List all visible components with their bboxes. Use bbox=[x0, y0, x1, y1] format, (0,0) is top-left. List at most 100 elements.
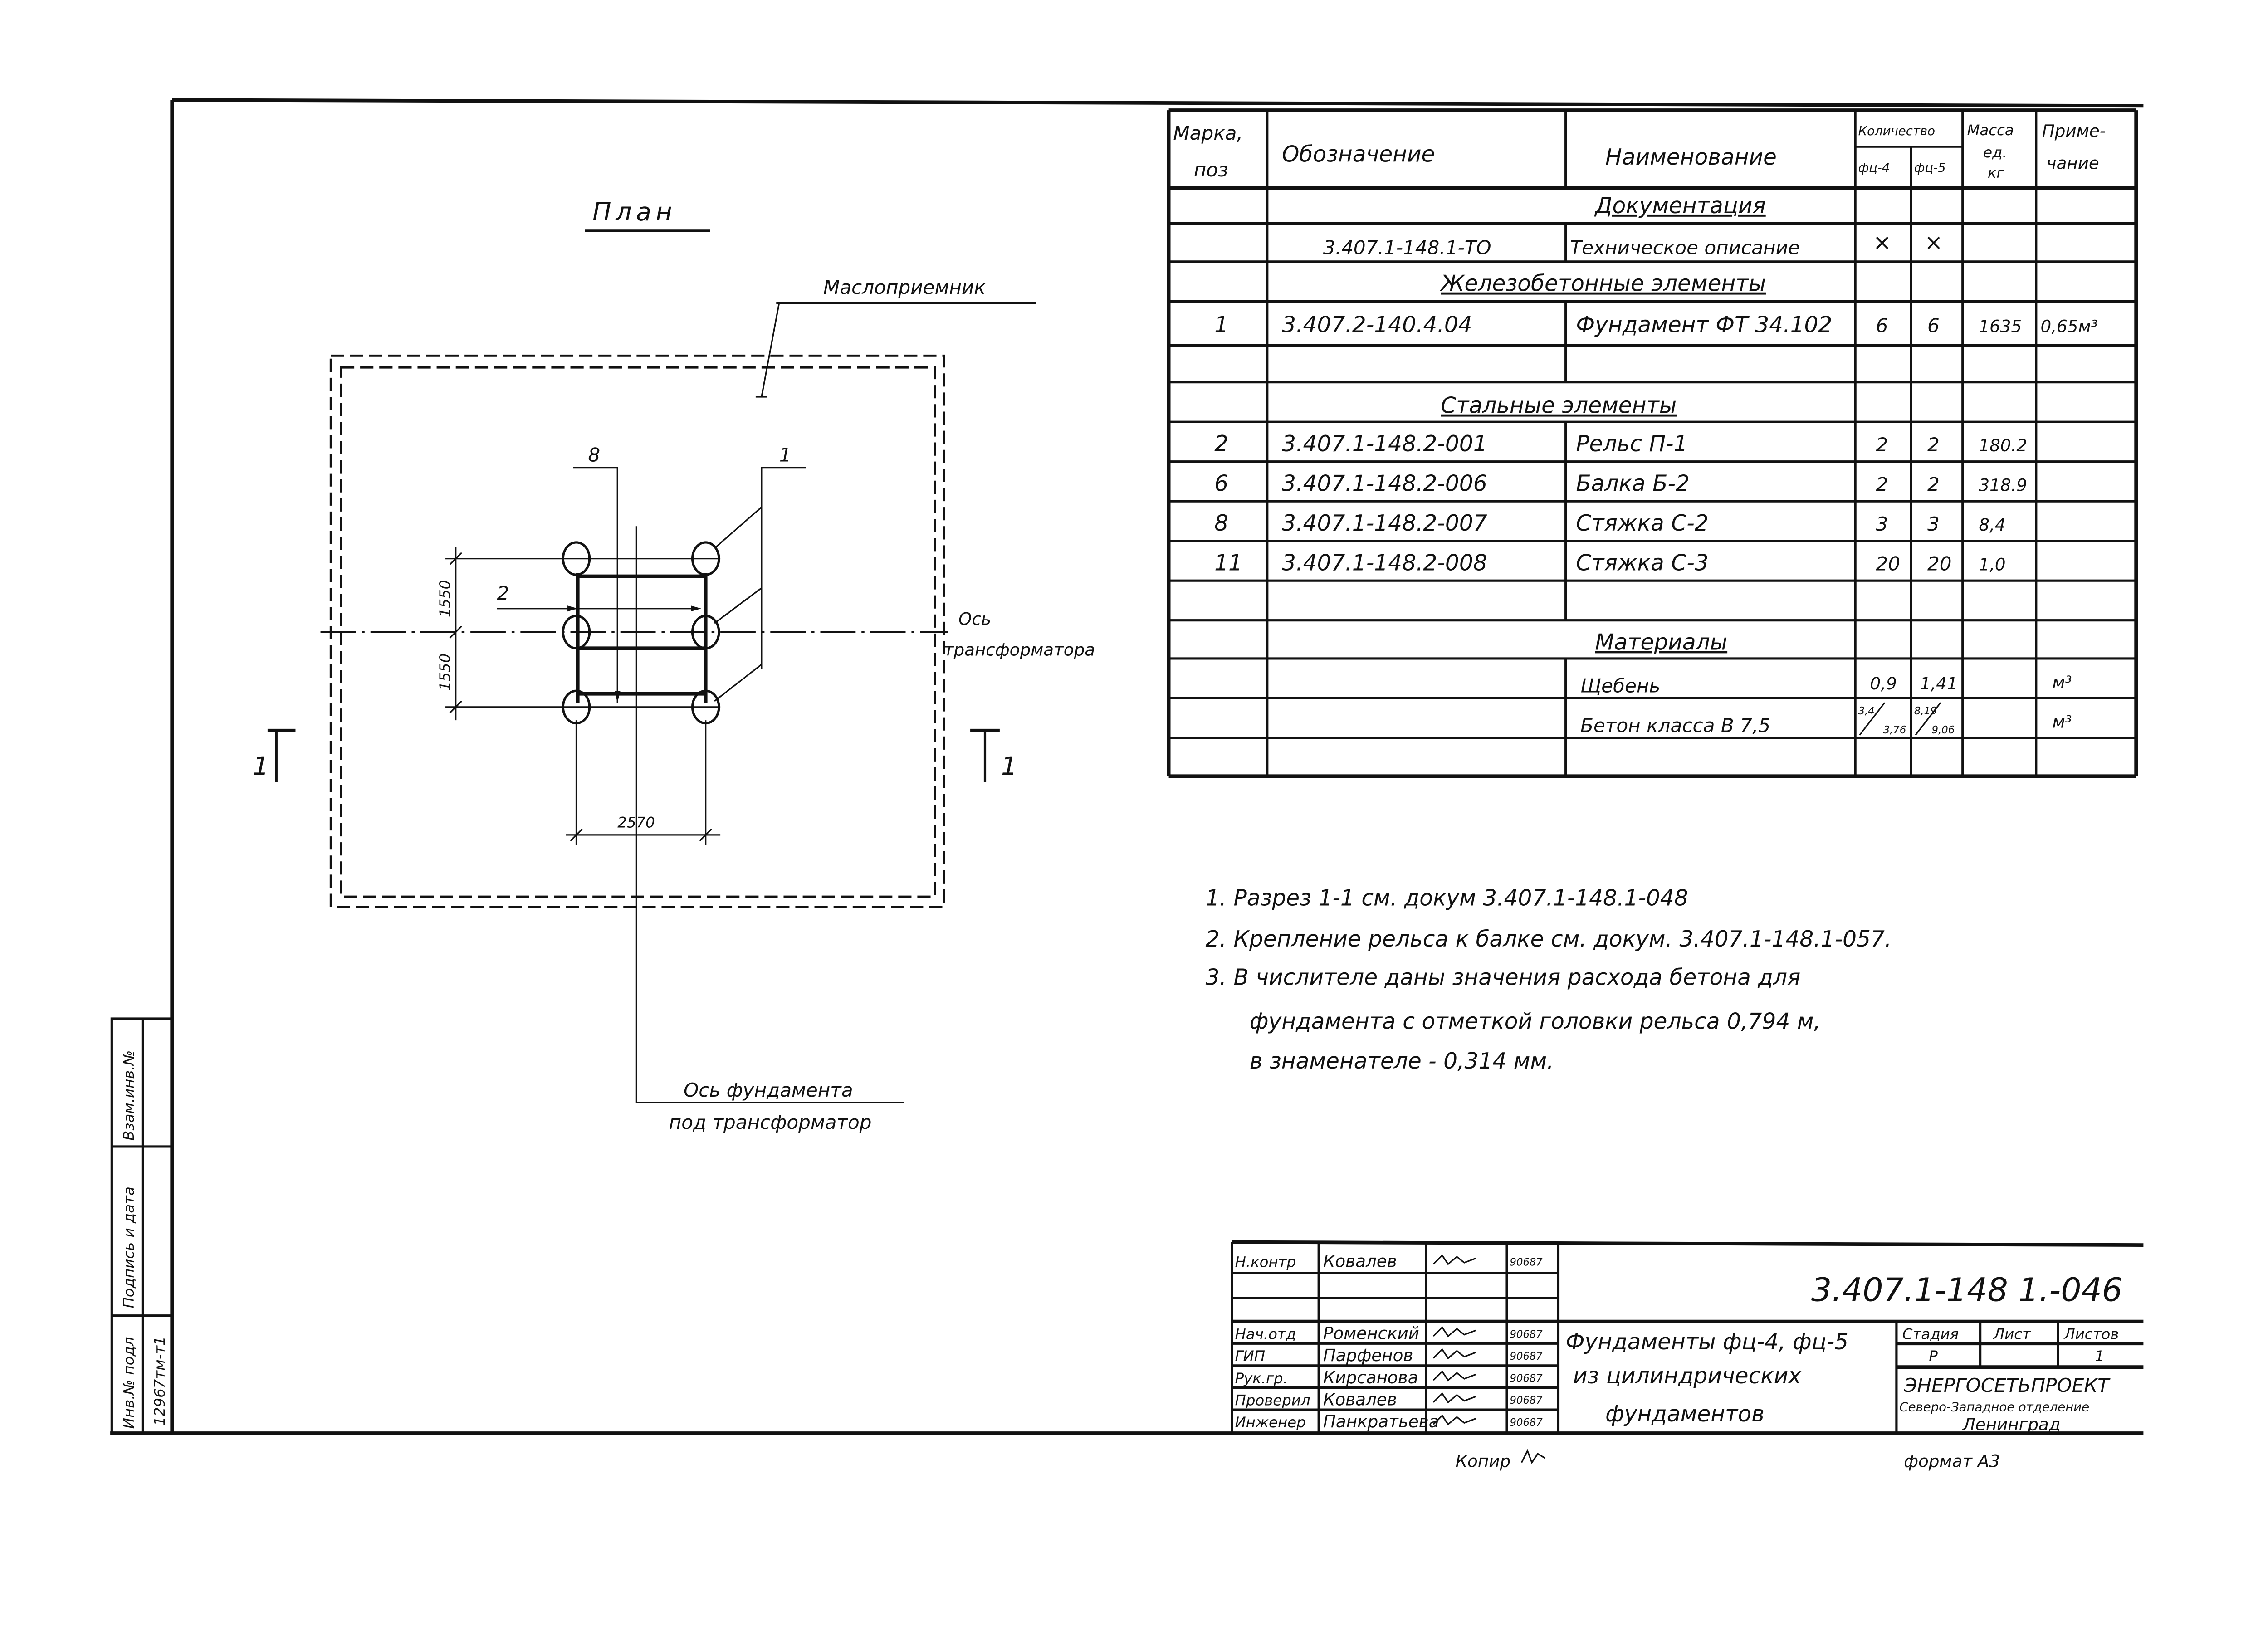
cell-mass: 318.9 bbox=[1979, 475, 2027, 495]
svg-text:Количество: Количество bbox=[1858, 124, 1935, 138]
cell-fc5: 20 bbox=[1927, 553, 1952, 575]
callout-2: 2 bbox=[497, 582, 701, 612]
signatory-row: Инженер Панкратьева 90687 bbox=[1235, 1411, 1543, 1431]
signatory-date: 90687 bbox=[1510, 1256, 1543, 1268]
plan-view: План Маслоприемник Ось трансформатора Ос… bbox=[253, 197, 1095, 1133]
dimension-upper: 1550 bbox=[436, 580, 454, 617]
foundation-axis-label-1: Ось фундамента bbox=[684, 1079, 853, 1101]
cell-designation: 3.407.1-148.2-006 bbox=[1282, 471, 1487, 496]
callout-1: 1 bbox=[714, 444, 806, 702]
sheet-frame bbox=[110, 98, 2144, 1435]
sheets-value: 1 bbox=[2095, 1347, 2104, 1365]
sheet-label: Лист bbox=[1993, 1326, 2031, 1343]
svg-text:Щебень: Щебень bbox=[1580, 675, 1660, 697]
svg-text:3,4: 3,4 bbox=[1858, 705, 1875, 717]
cell-designation: 3.407.1-148.2-007 bbox=[1282, 511, 1487, 536]
note-3-line-3: в знаменателе - 0,314 мм. bbox=[1250, 1049, 1554, 1074]
svg-text:Бетон класса В 7,5: Бетон класса В 7,5 bbox=[1580, 714, 1770, 737]
svg-text:Обозначение: Обозначение bbox=[1282, 142, 1435, 167]
svg-text:2: 2 bbox=[497, 582, 509, 604]
stamp-label-inventory: Инв.№ подл bbox=[120, 1337, 137, 1429]
signatory-date: 90687 bbox=[1510, 1417, 1543, 1429]
callout-8: 8 bbox=[573, 444, 621, 703]
svg-text:1: 1 bbox=[253, 752, 269, 781]
svg-text:3.407.1-148.1-ТО: 3.407.1-148.1-ТО bbox=[1323, 237, 1491, 259]
svg-text:ед.: ед. bbox=[1983, 144, 2007, 161]
svg-text:1: 1 bbox=[779, 444, 792, 466]
svg-text:поз: поз bbox=[1194, 159, 1228, 181]
signatory-role: Проверил bbox=[1235, 1391, 1310, 1409]
cell-name: Рельс П-1 bbox=[1576, 431, 1687, 457]
svg-text:Наименование: Наименование bbox=[1605, 145, 1777, 170]
transformer-axis-label-1: Ось bbox=[958, 609, 991, 629]
signatory-date: 90687 bbox=[1510, 1328, 1543, 1340]
document-designation: 3.407.1-148 1.-046 bbox=[1811, 1271, 2122, 1308]
cell-fc4: 2 bbox=[1876, 473, 1888, 495]
table-header: Марка, поз Обозначение Наименование Коли… bbox=[1173, 121, 2106, 181]
organization-name: ЭНЕРГОСЕТЬПРОЕКТ bbox=[1903, 1374, 2111, 1396]
copier-signature bbox=[1521, 1449, 1546, 1464]
foundation-axis-line bbox=[635, 526, 904, 1103]
drawing-title-1: Фундаменты фц-4, фц-5 bbox=[1566, 1329, 1848, 1355]
svg-text:1,41: 1,41 bbox=[1920, 674, 1958, 693]
cell-mark: 11 bbox=[1214, 551, 1242, 576]
cell-mass: 1,0 bbox=[1979, 555, 2005, 575]
specification-table: Марка, поз Обозначение Наименование Коли… bbox=[1167, 108, 2138, 778]
oil-receiver-label: Маслоприемник bbox=[823, 276, 986, 298]
cell-note: 0,65м³ bbox=[2041, 316, 2098, 336]
svg-text:×: × bbox=[1873, 230, 1892, 255]
signatory-role: Н.контр bbox=[1235, 1254, 1296, 1271]
svg-text:1: 1 bbox=[1001, 752, 1017, 781]
cell-name: Стяжка С-3 bbox=[1576, 551, 1708, 576]
organization-city: Ленинград bbox=[1962, 1414, 2061, 1434]
dimension-lower: 1550 bbox=[436, 654, 454, 691]
signature bbox=[1432, 1348, 1476, 1360]
cell-designation: 3.407.1-148.2-001 bbox=[1282, 431, 1487, 457]
stamp-label-replacement: Взам.инв.№ bbox=[120, 1050, 137, 1141]
cell-mass: 8,4 bbox=[1979, 515, 2005, 535]
note-2: 2. Крепление рельса к балке см. докум. 3… bbox=[1206, 927, 1892, 952]
drawing-title-2: из цилиндрических bbox=[1573, 1363, 1802, 1389]
stamp-label-signature: Подпись и дата bbox=[120, 1186, 137, 1308]
transformer-axis-label-2: трансформатора bbox=[944, 639, 1095, 659]
signatory-name: Ковалев bbox=[1323, 1251, 1397, 1271]
cell-name: Балка Б-2 bbox=[1576, 471, 1690, 496]
svg-text:м³: м³ bbox=[2052, 672, 2072, 692]
note-1: 1. Разрез 1-1 см. докум 3.407.1-148.1-04… bbox=[1206, 885, 1688, 911]
cell-mark: 6 bbox=[1214, 471, 1228, 496]
pile bbox=[562, 615, 591, 649]
cell-mark: 8 bbox=[1214, 511, 1228, 536]
cell-mass: 180.2 bbox=[1979, 435, 2027, 455]
svg-text:чание: чание bbox=[2046, 153, 2099, 173]
cell-fc5: 2 bbox=[1927, 473, 1940, 495]
cell-fc4: 3 bbox=[1876, 513, 1888, 535]
stage-label: Стадия bbox=[1902, 1326, 1959, 1343]
signatory-row: Н.контр Ковалев 90687 bbox=[1235, 1251, 1543, 1271]
stage-value: Р bbox=[1929, 1347, 1938, 1365]
section-documentation: Документация bbox=[1594, 193, 1765, 219]
signatory-name: Панкратьева bbox=[1323, 1411, 1439, 1431]
note-3: 3. В числителе даны значения расхода бет… bbox=[1206, 965, 1801, 990]
drawing-title-3: фундаментов bbox=[1605, 1401, 1765, 1427]
svg-text:Приме-: Приме- bbox=[2042, 121, 2106, 141]
signatory-role: Инженер bbox=[1235, 1414, 1305, 1431]
svg-text:Масса: Масса bbox=[1967, 122, 2014, 139]
svg-text:×: × bbox=[1924, 230, 1943, 255]
cell-mass: 1635 bbox=[1979, 316, 2022, 336]
sheets-label: Листов bbox=[2063, 1326, 2119, 1343]
signatory-date: 90687 bbox=[1510, 1395, 1543, 1406]
copied-by: Копир bbox=[1456, 1451, 1511, 1471]
svg-text:9,06: 9,06 bbox=[1932, 724, 1955, 736]
svg-text:0,9: 0,9 bbox=[1870, 674, 1897, 693]
section-steel-elements: Стальные элементы bbox=[1441, 393, 1677, 419]
signatory-date: 90687 bbox=[1510, 1373, 1543, 1385]
cell-fc5: 3 bbox=[1927, 513, 1940, 535]
